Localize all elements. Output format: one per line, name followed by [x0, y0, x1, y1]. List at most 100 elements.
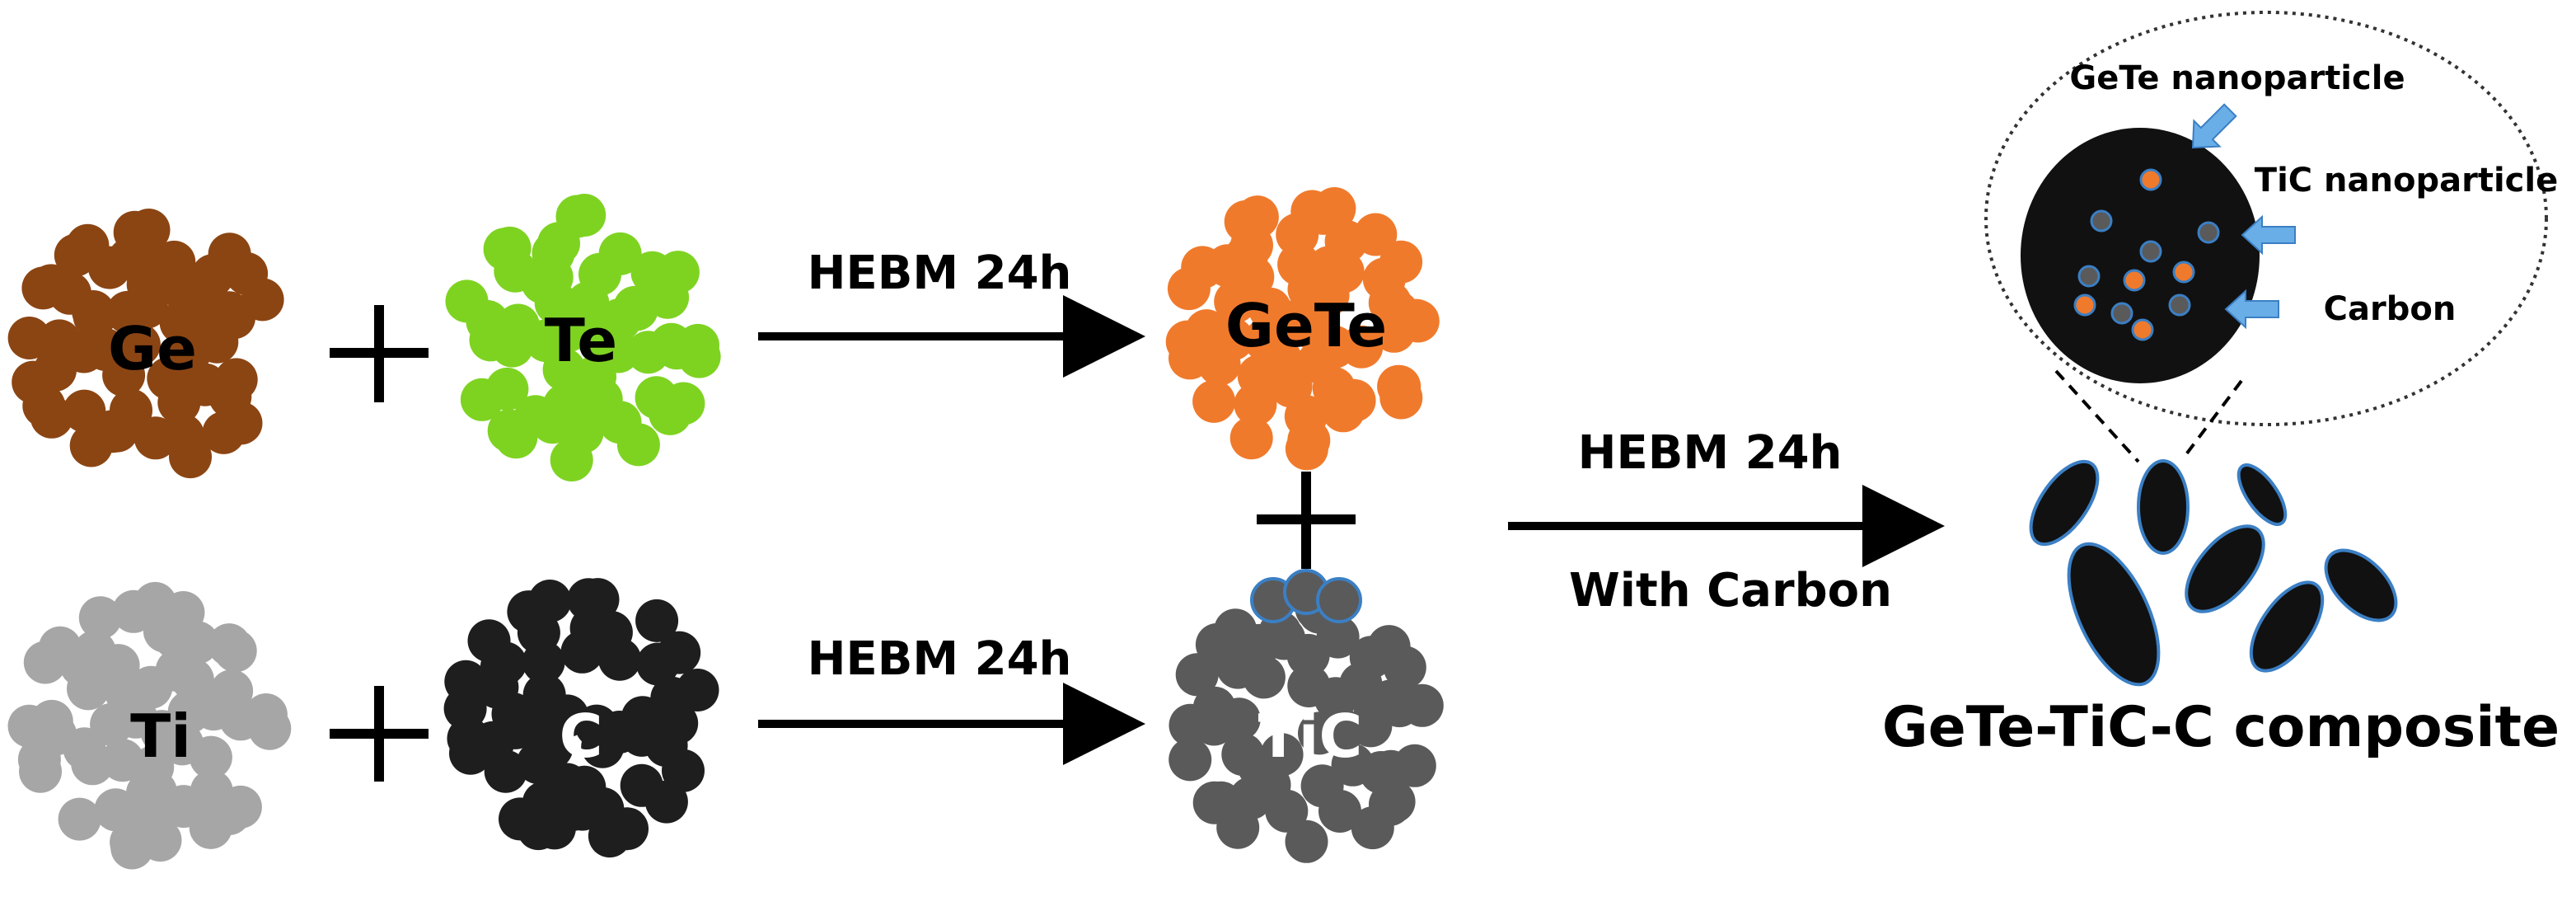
plus-sign-top — [330, 305, 429, 402]
ball — [460, 378, 503, 421]
ball — [1354, 213, 1398, 256]
ball — [1287, 419, 1331, 463]
ball — [1262, 617, 1306, 660]
ball — [169, 435, 212, 479]
ball — [581, 725, 625, 768]
ball — [1393, 744, 1436, 787]
ball — [655, 702, 699, 745]
tic-nanoparticle — [2139, 240, 2162, 263]
ball — [110, 820, 153, 864]
carbon-label: Carbon — [2324, 290, 2457, 328]
ball — [1383, 646, 1426, 689]
ti-particle-cluster — [7, 581, 292, 870]
gete-nanoparticle — [2172, 261, 2195, 284]
tic-label: TiC — [1258, 702, 1363, 771]
ball — [133, 416, 177, 460]
zoom-nanoparticles — [2073, 168, 2220, 341]
ball — [202, 411, 246, 454]
tic-nanoparticle — [2197, 221, 2220, 244]
ball — [1265, 789, 1309, 833]
ball — [189, 735, 232, 779]
ball — [517, 741, 560, 785]
ball — [73, 630, 116, 674]
ball — [152, 240, 196, 284]
ball — [487, 409, 531, 453]
ball — [38, 626, 82, 669]
ball — [1248, 287, 1291, 331]
ball — [644, 780, 688, 824]
ball — [677, 335, 721, 378]
ball — [499, 797, 541, 841]
ball — [555, 195, 599, 238]
ball — [1285, 819, 1328, 863]
ball — [656, 251, 700, 294]
composite-particle — [2185, 524, 2265, 613]
ball — [1221, 733, 1265, 777]
step-final-label: HEBM 24h — [1578, 426, 1843, 480]
ball — [444, 660, 488, 703]
ball — [113, 210, 157, 254]
zoom-composite-particle — [2021, 128, 2260, 383]
c-particle-cluster — [443, 578, 719, 858]
carbon-pointer-arrow — [2224, 289, 2279, 330]
ball — [1322, 389, 1365, 433]
ball — [528, 580, 572, 622]
ti-label: Ti — [130, 702, 191, 771]
ball — [488, 226, 532, 270]
ball — [94, 788, 138, 832]
ball — [66, 223, 110, 267]
ball — [1192, 781, 1236, 824]
coated-ball — [1316, 577, 1362, 623]
ball — [613, 285, 657, 329]
step-top-label: HEBM 24h — [808, 247, 1072, 300]
composite-label: GeTe-TiC-C composite — [1882, 695, 2560, 760]
ball — [1318, 790, 1361, 833]
plus-sign-middle — [1257, 472, 1356, 569]
ball — [1235, 195, 1279, 239]
ball — [112, 589, 156, 633]
ball — [576, 578, 620, 622]
ball — [589, 611, 633, 654]
plus-sign-bottom — [330, 686, 429, 782]
ball — [1379, 240, 1423, 284]
ball — [676, 669, 719, 711]
ball — [1400, 683, 1444, 727]
ball — [19, 749, 62, 793]
ball — [58, 797, 101, 841]
ball — [1340, 325, 1384, 369]
step-final-sublabel: With Carbon — [1569, 564, 1892, 618]
gete-label: GeTe — [1225, 291, 1387, 360]
ball — [635, 599, 679, 642]
ball — [69, 424, 113, 467]
ball — [7, 317, 51, 359]
ball — [550, 439, 593, 481]
gete-nanoparticle — [2131, 318, 2154, 341]
ge-particle-cluster — [7, 209, 284, 479]
ge-label: Ge — [108, 314, 197, 383]
ball — [1229, 416, 1273, 460]
ball — [241, 278, 284, 322]
zoom-leader-right — [2182, 379, 2243, 459]
ball — [12, 360, 55, 404]
ball — [522, 673, 566, 716]
ball — [1214, 608, 1258, 652]
gete-pointer-arrow — [2191, 103, 2237, 149]
ball — [467, 619, 511, 663]
ball — [1234, 383, 1277, 426]
tic-pointer-arrow — [2241, 214, 2296, 256]
composite-particle — [2324, 548, 2398, 622]
ball — [162, 591, 205, 634]
ball — [248, 707, 292, 750]
c-label: C — [560, 702, 603, 771]
ball — [1169, 703, 1212, 747]
tic-nanoparticle — [2077, 265, 2101, 288]
composite-particle — [2029, 459, 2100, 547]
ball — [63, 389, 106, 433]
gete-nanoparticle — [2139, 168, 2162, 191]
composite-particle — [2236, 463, 2288, 526]
ball — [1192, 379, 1236, 423]
ball — [78, 596, 122, 640]
ball — [208, 623, 251, 667]
ball — [189, 805, 232, 849]
composite-particles — [2029, 459, 2398, 687]
